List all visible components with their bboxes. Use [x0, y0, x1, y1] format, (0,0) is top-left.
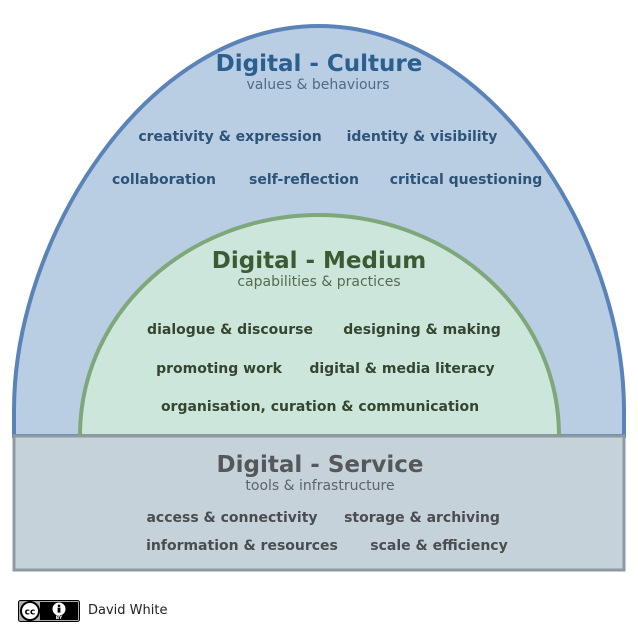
cc-by-icon: cc BY: [18, 600, 80, 622]
medium-subtitle: capabilities & practices: [237, 274, 400, 290]
medium-dome: [77, 212, 562, 438]
service-item: information & resources: [146, 538, 338, 554]
medium-title: Digital - Medium: [212, 248, 426, 274]
culture-item: critical questioning: [390, 172, 543, 188]
svg-text:cc: cc: [25, 608, 36, 618]
svg-text:BY: BY: [56, 615, 63, 621]
service-item: scale & efficiency: [370, 538, 507, 554]
medium-item: dialogue & discourse: [147, 322, 313, 338]
service-item: storage & archiving: [344, 510, 500, 526]
medium-item: promoting work: [156, 361, 283, 377]
culture-item: identity & visibility: [347, 129, 498, 145]
service-item: access & connectivity: [146, 510, 317, 526]
culture-title: Digital - Culture: [216, 51, 423, 77]
service-base: [12, 434, 626, 572]
service-subtitle: tools & infrastructure: [245, 478, 394, 494]
medium-item: organisation, curation & communication: [161, 399, 479, 415]
license-badge: cc BY: [18, 600, 80, 622]
medium-item: digital & media literacy: [309, 361, 494, 377]
culture-item: creativity & expression: [138, 129, 321, 145]
service-title: Digital - Service: [217, 452, 424, 478]
culture-item: collaboration: [112, 172, 216, 188]
author-name: David White: [88, 603, 168, 618]
culture-item: self-reflection: [249, 172, 359, 188]
culture-subtitle: values & behaviours: [247, 77, 390, 93]
medium-item: designing & making: [343, 322, 501, 338]
